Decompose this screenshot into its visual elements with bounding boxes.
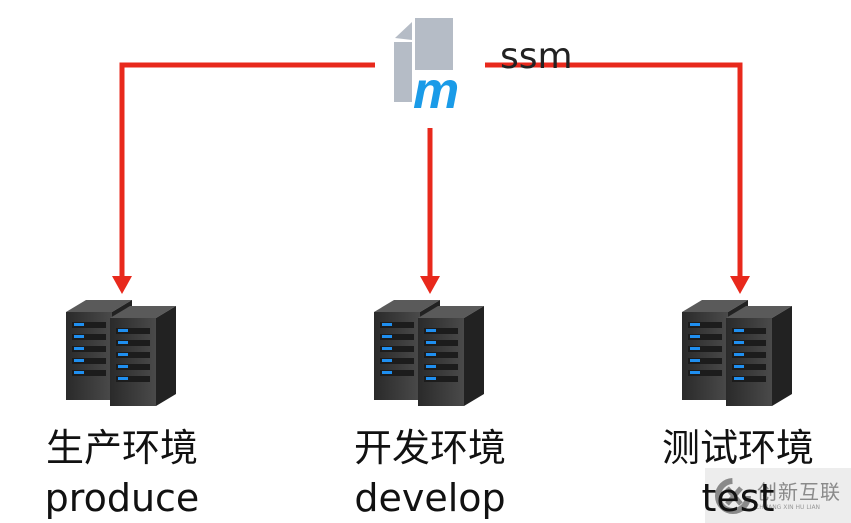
arrowhead-icon	[730, 276, 750, 294]
arrow-to-test	[485, 62, 743, 282]
source-label: ssm	[500, 36, 573, 77]
env-name-cn: 生产环境	[45, 426, 198, 470]
env-label-produce: 生产环境 produce	[12, 426, 232, 520]
env-label-develop: 开发环境 develop	[320, 426, 540, 520]
watermark-logo-icon	[715, 478, 751, 514]
arrowheads	[112, 276, 750, 294]
env-name-en: develop	[354, 476, 506, 520]
maven-m-icon: m	[394, 18, 459, 120]
server-rack-icon	[374, 300, 484, 406]
env-label-test: 测试环境 test	[628, 426, 848, 520]
watermark-subtext: CHUANG XIN HU LIAN	[755, 504, 821, 511]
watermark: 创新互联 CHUANG XIN HU LIAN	[705, 468, 851, 523]
env-name-cn: 开发环境	[353, 426, 506, 470]
connector-lines	[119, 62, 743, 282]
arrowhead-icon	[112, 276, 132, 294]
watermark-text: 创新互联	[757, 480, 841, 504]
env-name-en: test	[701, 476, 775, 520]
env-name-cn: 测试环境	[661, 426, 814, 470]
svg-text:m: m	[413, 62, 459, 120]
env-name-en: produce	[44, 476, 200, 520]
arrow-to-produce	[119, 62, 375, 282]
server-rack-icon	[66, 300, 176, 406]
server-rack-icon	[682, 300, 792, 406]
arrowhead-icon	[420, 276, 440, 294]
